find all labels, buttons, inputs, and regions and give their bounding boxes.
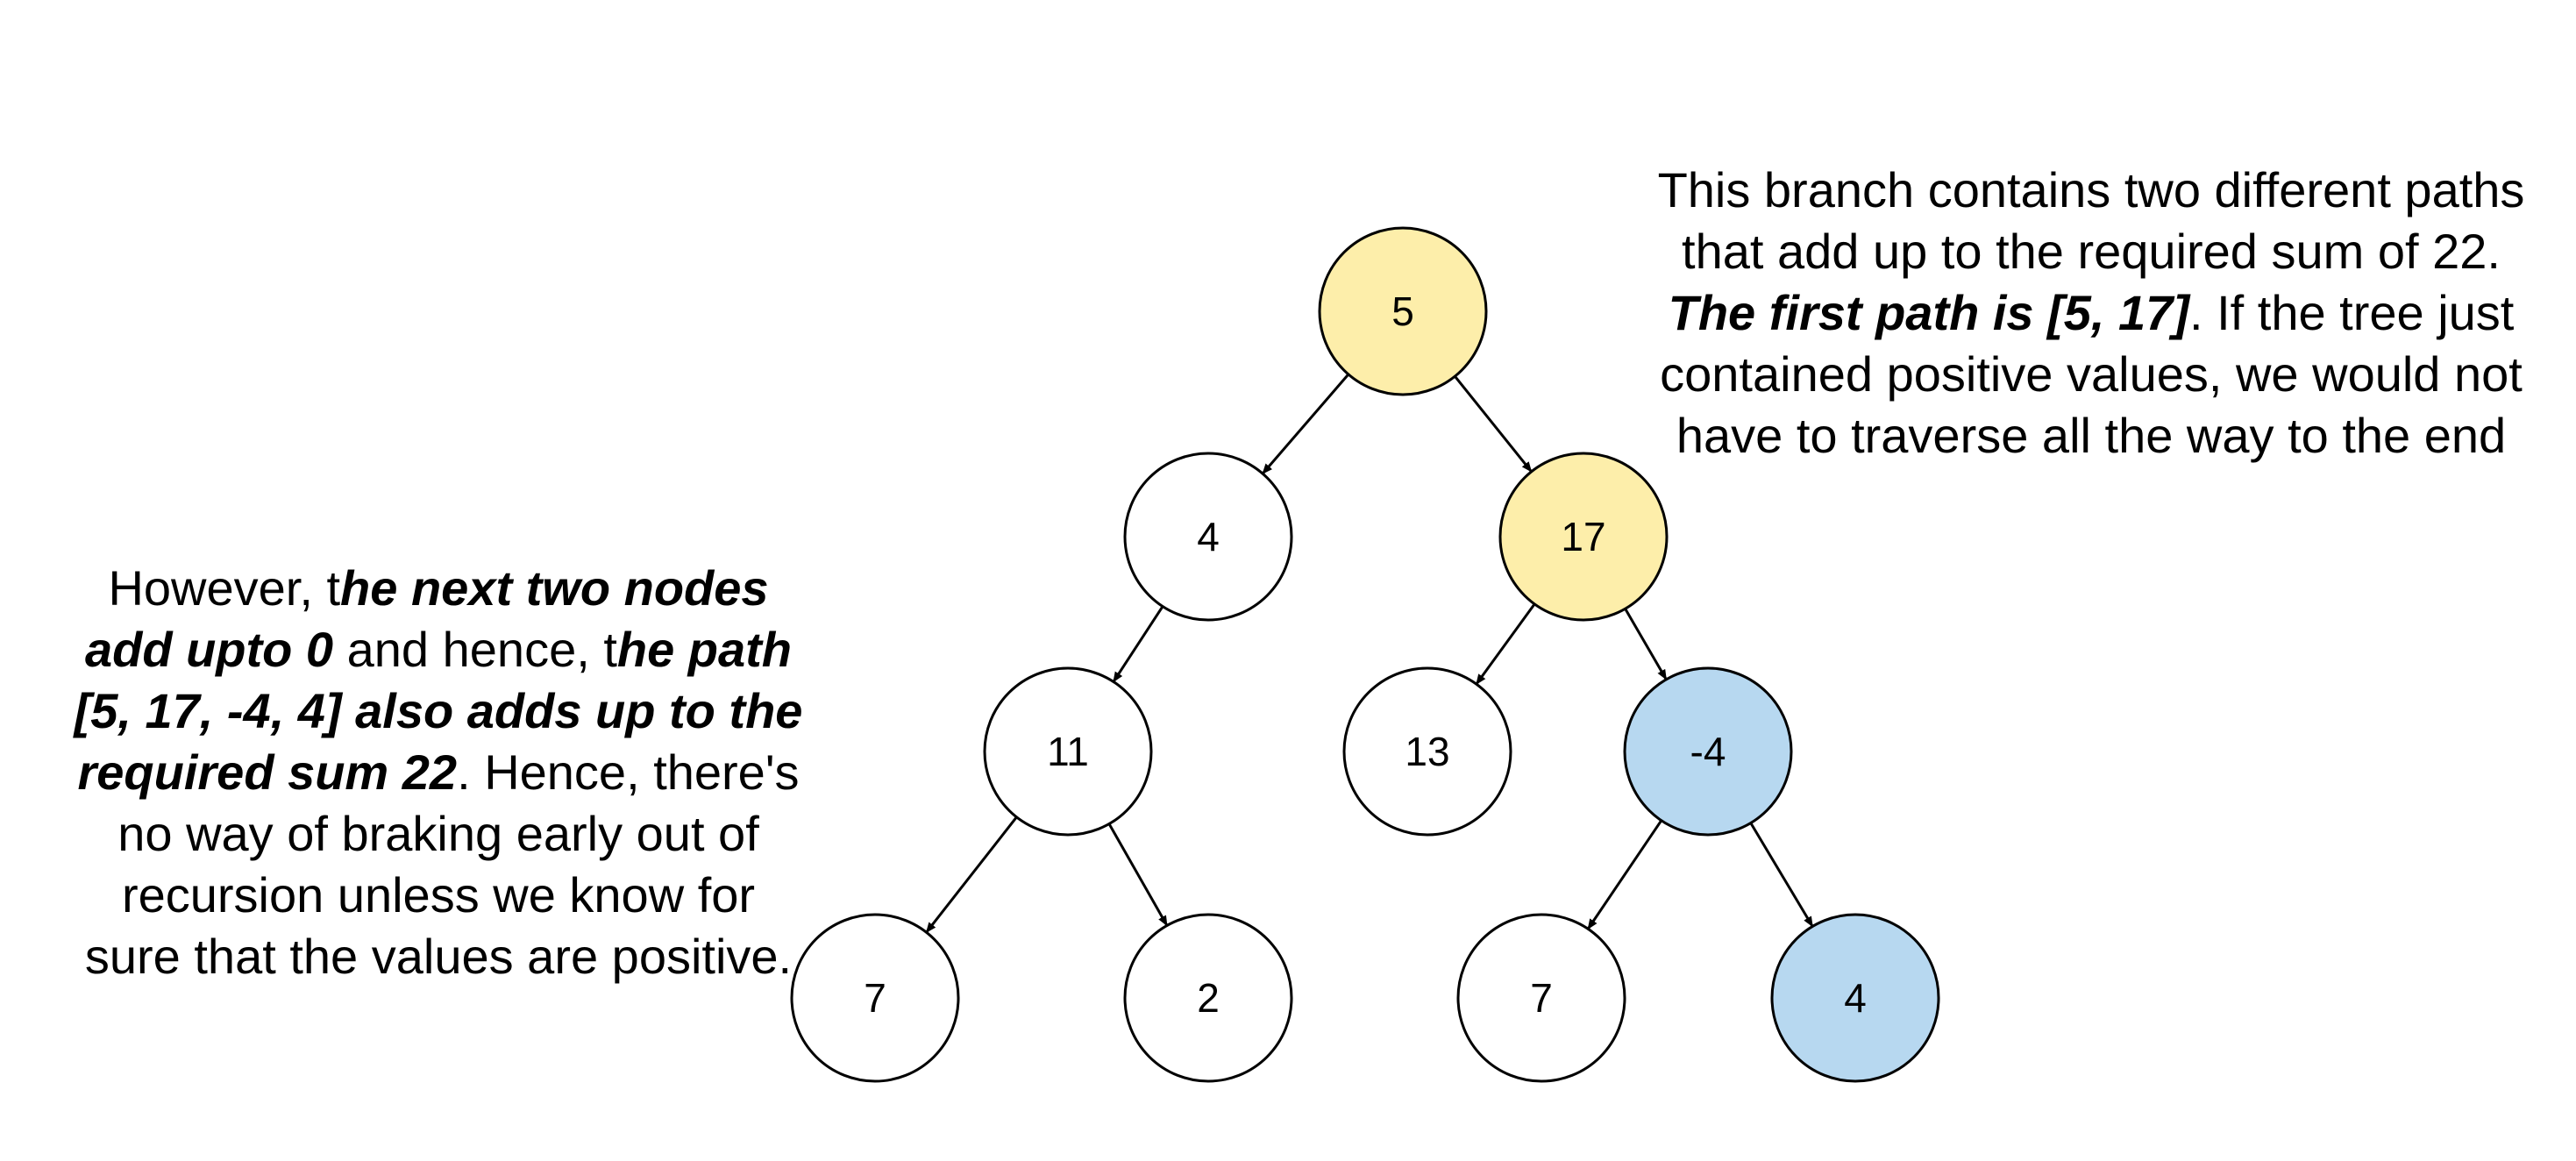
note-left-emphasis-1: he next two nodes add upto 0 — [84, 560, 769, 677]
tree-node-circle — [1623, 666, 1793, 837]
tree-node-nneg4: -4 — [1623, 666, 1793, 837]
tree-edge-n11-n2 — [1107, 823, 1168, 927]
tree-node-value: 7 — [1530, 975, 1553, 1021]
tree-node-circle — [1770, 913, 1940, 1083]
tree-node-value: 2 — [1197, 975, 1220, 1021]
note-left-text-1: However, t — [108, 560, 341, 616]
tree-node-circle — [1342, 666, 1512, 837]
note-first-path: This branch contains two different paths… — [1648, 160, 2534, 467]
tree-node-value: -4 — [1690, 729, 1726, 774]
tree-node-n7b: 7 — [1456, 913, 1626, 1083]
tree-node-value: 11 — [1047, 729, 1089, 774]
tree-node-n11: 11 — [983, 666, 1153, 837]
tree-edge-n17-n13 — [1476, 602, 1536, 685]
tree-node-value: 4 — [1844, 975, 1867, 1021]
note-right-emphasis: The first path is [5, 17] — [1668, 285, 2189, 340]
tree-edge-n5-n17 — [1454, 375, 1533, 473]
tree-node-circle — [790, 913, 960, 1083]
tree-node-circle — [1123, 452, 1293, 622]
tree-edge-n11-n7a — [925, 816, 1018, 933]
tree-node-n4b: 4 — [1770, 913, 1940, 1083]
tree-node-value: 17 — [1561, 514, 1605, 559]
tree-node-n17: 17 — [1498, 452, 1669, 622]
tree-edge-n4a-n11 — [1113, 605, 1164, 683]
tree-edge-n17-nneg4 — [1624, 608, 1668, 680]
tree-node-value: 4 — [1197, 514, 1220, 559]
tree-node-n7a: 7 — [790, 913, 960, 1083]
note-right-text-1: This branch contains two different paths… — [1657, 162, 2525, 279]
tree-edge-nneg4-n4b — [1749, 822, 1814, 928]
note-second-path: However, the next two nodes add upto 0 a… — [70, 558, 807, 987]
tree-node-circle — [1318, 226, 1488, 396]
tree-node-n5: 5 — [1318, 226, 1488, 396]
tree-edge-nneg4-n7b — [1587, 819, 1663, 930]
tree-nodes: 5 4 17 11 13 -4 7 2 7 4 — [790, 226, 1940, 1083]
note-right-text-2: . If the tree just contained positive va… — [1660, 285, 2523, 463]
tree-node-circle — [983, 666, 1153, 837]
tree-node-value: 13 — [1405, 729, 1449, 774]
tree-node-circle — [1498, 452, 1669, 622]
note-left-emphasis-2: he path [5, 17, -4, 4] also adds up to t… — [74, 622, 803, 800]
tree-edges — [925, 373, 1814, 933]
tree-edge-n5-n4a — [1262, 373, 1350, 474]
tree-node-n13: 13 — [1342, 666, 1512, 837]
tree-node-value: 5 — [1391, 288, 1414, 334]
tree-node-value: 7 — [864, 975, 886, 1021]
note-left-text-3: . Hence, there's no way of braking early… — [84, 744, 800, 984]
tree-node-circle — [1123, 913, 1293, 1083]
tree-node-n4a: 4 — [1123, 452, 1293, 622]
tree-node-circle — [1456, 913, 1626, 1083]
tree-node-n2: 2 — [1123, 913, 1293, 1083]
note-left-text-2: and hence, t — [333, 622, 617, 677]
